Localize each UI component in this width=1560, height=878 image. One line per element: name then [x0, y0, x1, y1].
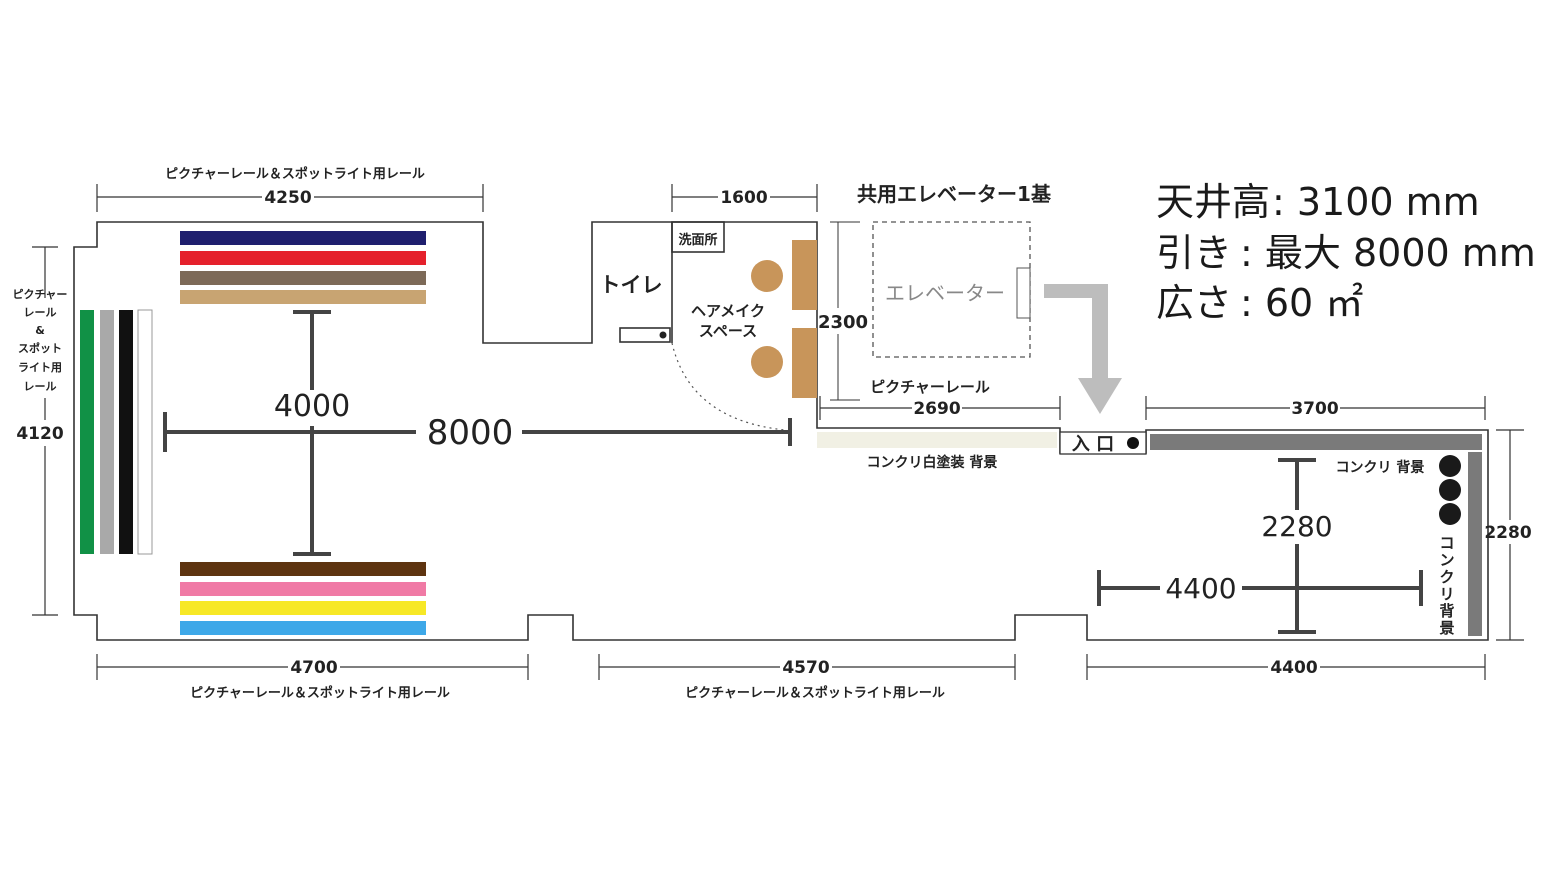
spec-ceiling-value: : 3100 mm: [1272, 180, 1480, 224]
dim-4400-inner: 4400: [1165, 572, 1236, 605]
dim-4120: 4120: [16, 424, 63, 444]
rail-caption-entrance: ピクチャーレール: [870, 378, 990, 396]
light-3: [1439, 503, 1461, 525]
backdrop-green: [80, 310, 94, 554]
vanity-counter-2: [792, 328, 817, 398]
dim-4700: 4700: [290, 658, 337, 678]
concrete-backdrop-label-h: コンクリ 背景: [1336, 459, 1425, 476]
backdrop-pink: [180, 582, 426, 596]
spec-area-label: 広さ: [1156, 281, 1232, 325]
concrete-backdrop-label-v: コ ン ク リ 背 景: [1439, 534, 1454, 637]
left-caption-5: レール: [24, 380, 57, 393]
dim-2690: ピクチャーレール 2690: [819, 378, 1061, 420]
walls: [73, 221, 1489, 641]
entrance-arrow-icon: [1044, 284, 1122, 414]
dim-1600: 1600: [720, 188, 767, 208]
concrete-v-2: ク: [1439, 568, 1454, 586]
backdrop-navy: [180, 231, 426, 245]
toilet-sink: [619, 327, 671, 343]
dim-2280-outer: 2280: [1484, 523, 1531, 543]
dim-8000: 8000: [427, 413, 514, 453]
dim-4250: 4250: [264, 188, 311, 208]
dim-4570: 4570: [782, 658, 829, 678]
toilet-fixture: [659, 331, 667, 339]
dim-2690-text: 2690: [913, 399, 960, 419]
light-2: [1439, 479, 1461, 501]
dim-right-2280: 2280: [1484, 429, 1540, 641]
white-backdrop-wall: [817, 432, 1057, 448]
backdrop-yellow: [180, 601, 426, 615]
backdrop-taupe: [180, 271, 426, 285]
dim-3700-text: 3700: [1291, 399, 1338, 419]
elevator-box: [872, 221, 1031, 358]
dim-4400: 4400: [1270, 658, 1317, 678]
backdrop-tan: [180, 290, 426, 304]
dim-top-1600: 1600: [671, 184, 818, 212]
backdrops-top: [180, 231, 426, 304]
dim-top-left: 4250 ピクチャーレール＆スポットライト用レール: [96, 166, 484, 212]
dim-4000: 4000: [274, 389, 350, 424]
entrance-label: 入 口: [1072, 434, 1114, 455]
concrete-v-4: 背: [1439, 602, 1454, 620]
hairmake-label-2: スペース: [699, 322, 757, 340]
light-1: [1439, 455, 1461, 477]
dim-3700: 3700: [1145, 396, 1486, 420]
elevator-caption: 共用エレベーター1基: [857, 182, 1052, 206]
top-rail-caption: ピクチャーレール＆スポットライト用レール: [165, 166, 425, 182]
left-caption-1: レール: [24, 306, 57, 319]
toilet-label: トイレ: [600, 273, 663, 297]
backdrop-red: [180, 251, 426, 265]
elevator-dim-label-bg: [820, 308, 866, 334]
concrete-backdrop-top: [1150, 434, 1482, 450]
studio-left-wall: [73, 221, 1489, 641]
concrete-v-0: コ: [1439, 534, 1454, 552]
stool-1: [751, 260, 783, 292]
backdrop-black: [119, 310, 133, 554]
white-backdrop-label: コンクリ白塗装 背景: [867, 454, 998, 471]
spec-block: 天井高 : 3100 mm 引き : 最大 8000 mm 広さ : 60 ㎡: [1156, 180, 1536, 325]
stool-2: [751, 346, 783, 378]
spec-depth-value: : 最大 8000 mm: [1240, 231, 1536, 275]
backdrop-blue: [180, 621, 426, 635]
concrete-v-1: ン: [1439, 551, 1454, 569]
concrete-backdrop-right: [1468, 452, 1482, 636]
left-caption-2: &: [35, 324, 45, 337]
backdrop-grey: [100, 310, 114, 554]
concrete-v-3: リ: [1439, 585, 1454, 603]
spec-ceiling-label: 天井高: [1156, 180, 1270, 224]
dim-bottom-4570: 4570 ピクチャーレール＆スポットライト用レール: [598, 654, 1016, 701]
elevator-door: [1016, 267, 1031, 319]
spec-area-value: : 60 ㎡: [1240, 281, 1363, 325]
right-cross: 2280 4400: [1097, 458, 1423, 634]
left-caption-3: スポット: [18, 341, 62, 355]
backdrops-bottom: [180, 562, 426, 635]
dim-2300: 2300: [818, 312, 868, 333]
dim-2280-inner: 2280: [1261, 510, 1332, 543]
washroom-label: 洗面所: [678, 232, 717, 248]
door-swing: [671, 342, 786, 431]
dim-bottom-4700: 4700 ピクチャーレール＆スポットライト用レール: [96, 654, 529, 701]
vanity-counter-1: [792, 240, 817, 310]
bottom-rail-caption-left: ピクチャーレール＆スポットライト用レール: [190, 685, 450, 701]
dim-left-4120: 4120 ピクチャー レール & スポット ライト用 レール: [13, 246, 72, 616]
dim-bottom-4400: 4400: [1086, 654, 1486, 680]
elevator: エレベーター 2300: [818, 221, 1031, 401]
hairmake-label-1: ヘアメイク: [691, 302, 765, 320]
hairmake-furniture: [751, 240, 817, 398]
entrance-box: [1059, 431, 1147, 455]
washroom-box: [671, 221, 725, 253]
backdrop-white: [137, 309, 153, 555]
left-caption-0: ピクチャー: [13, 288, 68, 301]
spec-depth-label: 引き: [1156, 231, 1232, 275]
bottom-rail-caption-mid: ピクチャーレール＆スポットライト用レール: [685, 685, 945, 701]
studio-cross: 4000 8000: [163, 310, 792, 556]
left-caption-4: ライト用: [18, 361, 62, 374]
elevator-label: エレベーター: [885, 281, 1005, 305]
concrete-v-5: 景: [1439, 619, 1454, 637]
backdrops-left: [80, 309, 153, 555]
backdrop-brown: [180, 562, 426, 576]
entrance-dot: [1127, 437, 1139, 449]
